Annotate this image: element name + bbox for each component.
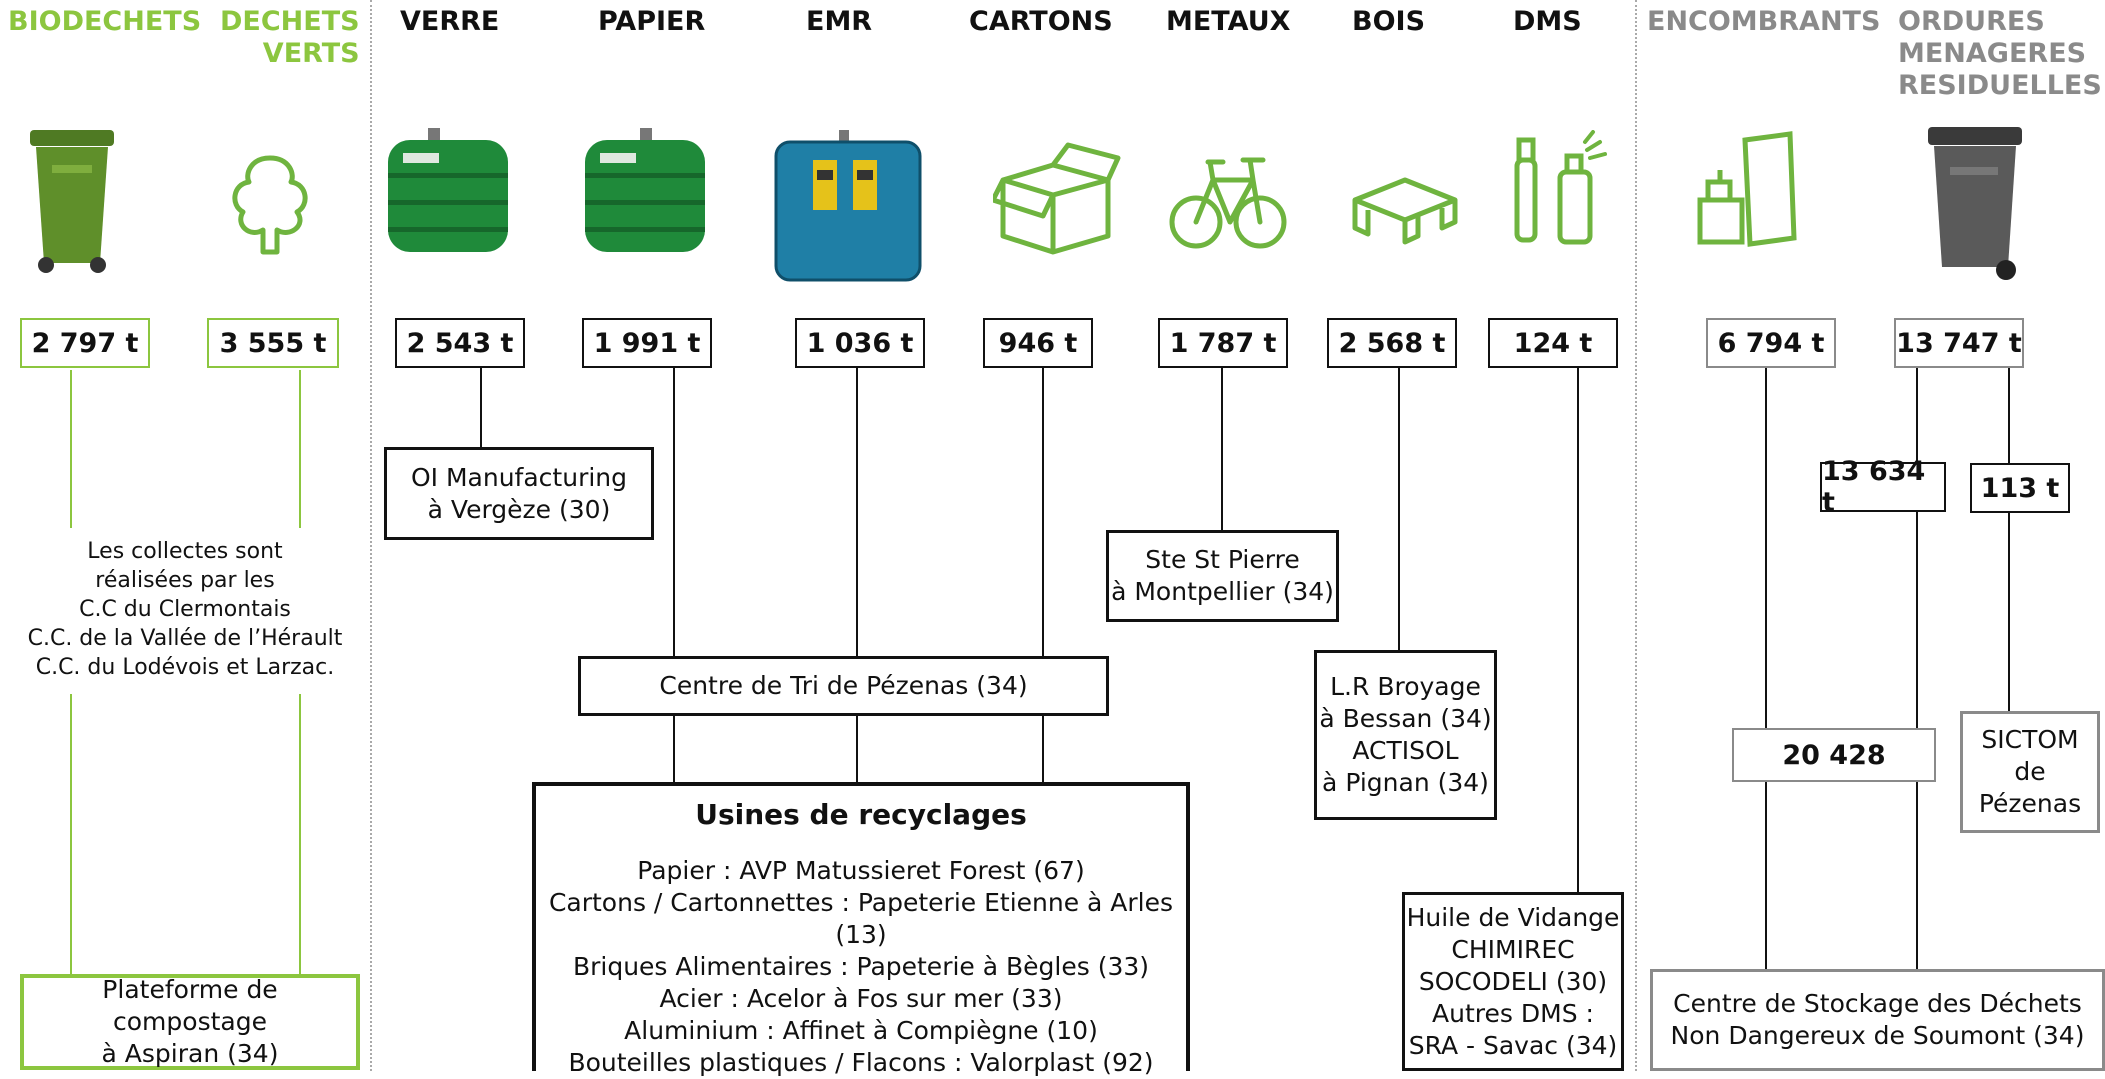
header-omr: ORDURES MENAGERES RESIDUELLES [1898, 6, 2102, 101]
destination-lr-broyage: L.R Broyage à Bessan (34) ACTISOL à Pign… [1314, 650, 1497, 820]
usines-title: Usines de recyclages [695, 798, 1027, 831]
bulky-items-icon [1697, 131, 1797, 247]
header-dechets-verts: DECHETS VERTS [220, 6, 360, 69]
line-omr-right [2008, 368, 2010, 711]
tonnage-verre: 2 543 t [395, 318, 525, 368]
green-paper-bank-icon [585, 128, 705, 252]
green-glass-bank-icon [388, 128, 508, 252]
usines-line: Briques Alimentaires : Papeterie à Bègle… [572, 952, 1150, 981]
tonnage-biodechets: 2 797 t [20, 318, 150, 368]
tonnage-encombrants: 6 794 t [1706, 318, 1836, 368]
line-biodechets-bottom [70, 694, 72, 974]
separator-right [1635, 0, 1637, 1071]
grey-wheelie-bin-icon [1928, 127, 2022, 280]
header-verre: VERRE [400, 6, 500, 37]
destination-ste-st-pierre: Ste St Pierre à Montpellier (34) [1106, 530, 1339, 622]
usines-recyclage-box: Usines de recyclages Papier : AVP Matuss… [532, 782, 1190, 1077]
usines-line: Papier : AVP Matussieret Forest (67) [637, 856, 1085, 885]
header-biodechets: BIODECHETS [8, 6, 202, 37]
tree-outline-icon [232, 155, 308, 255]
collection-note: Les collectes sont réalisées par les C.C… [27, 539, 343, 680]
line-omr-left [1916, 368, 1918, 969]
tonnage-papier: 1 991 t [582, 318, 712, 368]
green-wheelie-bin-icon [30, 130, 114, 273]
tonnage-bois: 2 568 t [1327, 318, 1457, 368]
line-papier [673, 368, 675, 782]
tonnage-emr: 1 036 t [795, 318, 925, 368]
tonnage-metaux: 1 787 t [1158, 318, 1288, 368]
usines-line: Bouteilles plastiques / Flacons : Valorp… [568, 1048, 1154, 1077]
blue-container-icon [774, 130, 922, 282]
spray-bottle-icon [1514, 130, 1607, 245]
destination-sictom: SICTOM de Pézenas [1960, 711, 2100, 833]
separator-left [370, 0, 372, 1071]
destination-soumont: Centre de Stockage des Déchets Non Dange… [1650, 969, 2105, 1071]
line-verts-bottom [299, 694, 301, 974]
line-encombrants [1765, 368, 1767, 969]
line-biodechets-top [70, 370, 72, 528]
tonnage-dms: 124 t [1488, 318, 1618, 368]
destination-oi-manufacturing: OI Manufacturing à Vergèze (30) [384, 447, 654, 540]
line-verts-top [299, 370, 301, 528]
header-emr: EMR [806, 6, 873, 37]
line-bois [1398, 368, 1400, 650]
line-metaux [1221, 368, 1223, 530]
header-cartons: CARTONS [969, 6, 1113, 37]
header-papier: PAPIER [598, 6, 706, 37]
line-dms [1577, 368, 1579, 892]
line-emr [856, 368, 858, 782]
usines-line: Aluminium : Affinet à Compiègne (10) [624, 1016, 1098, 1045]
wooden-pallet-icon [1352, 177, 1458, 245]
cardboard-box-icon [993, 142, 1121, 255]
line-verre [480, 368, 482, 448]
tonnage-omr-soumont: 13 634 t [1820, 456, 1946, 518]
tonnage-omr: 13 747 t [1894, 318, 2024, 368]
header-metaux: METAUX [1166, 6, 1291, 37]
header-bois: BOIS [1352, 6, 1426, 37]
header-encombrants: ENCOMBRANTS [1647, 6, 1881, 37]
destination-compostage: Plateforme de compostage à Aspiran (34) [20, 974, 360, 1070]
tonnage-omr-sictom: 113 t [1970, 463, 2070, 513]
destination-huile-dms: Huile de Vidange CHIMIREC SOCODELI (30) … [1402, 892, 1624, 1071]
destination-centre-tri: Centre de Tri de Pézenas (34) [578, 656, 1109, 716]
bicycle-icon [1169, 157, 1287, 249]
line-cartons [1042, 368, 1044, 782]
usines-line: Cartons / Cartonnettes : Papeterie Etien… [548, 888, 1174, 949]
usines-line: Acier : Acelor à Fos sur mer (33) [659, 984, 1063, 1013]
tonnage-dechets-verts: 3 555 t [207, 318, 339, 368]
tonnage-soumont-total: 20 428 [1732, 728, 1936, 782]
tonnage-cartons: 946 t [983, 318, 1093, 368]
header-dms: DMS [1513, 6, 1582, 37]
